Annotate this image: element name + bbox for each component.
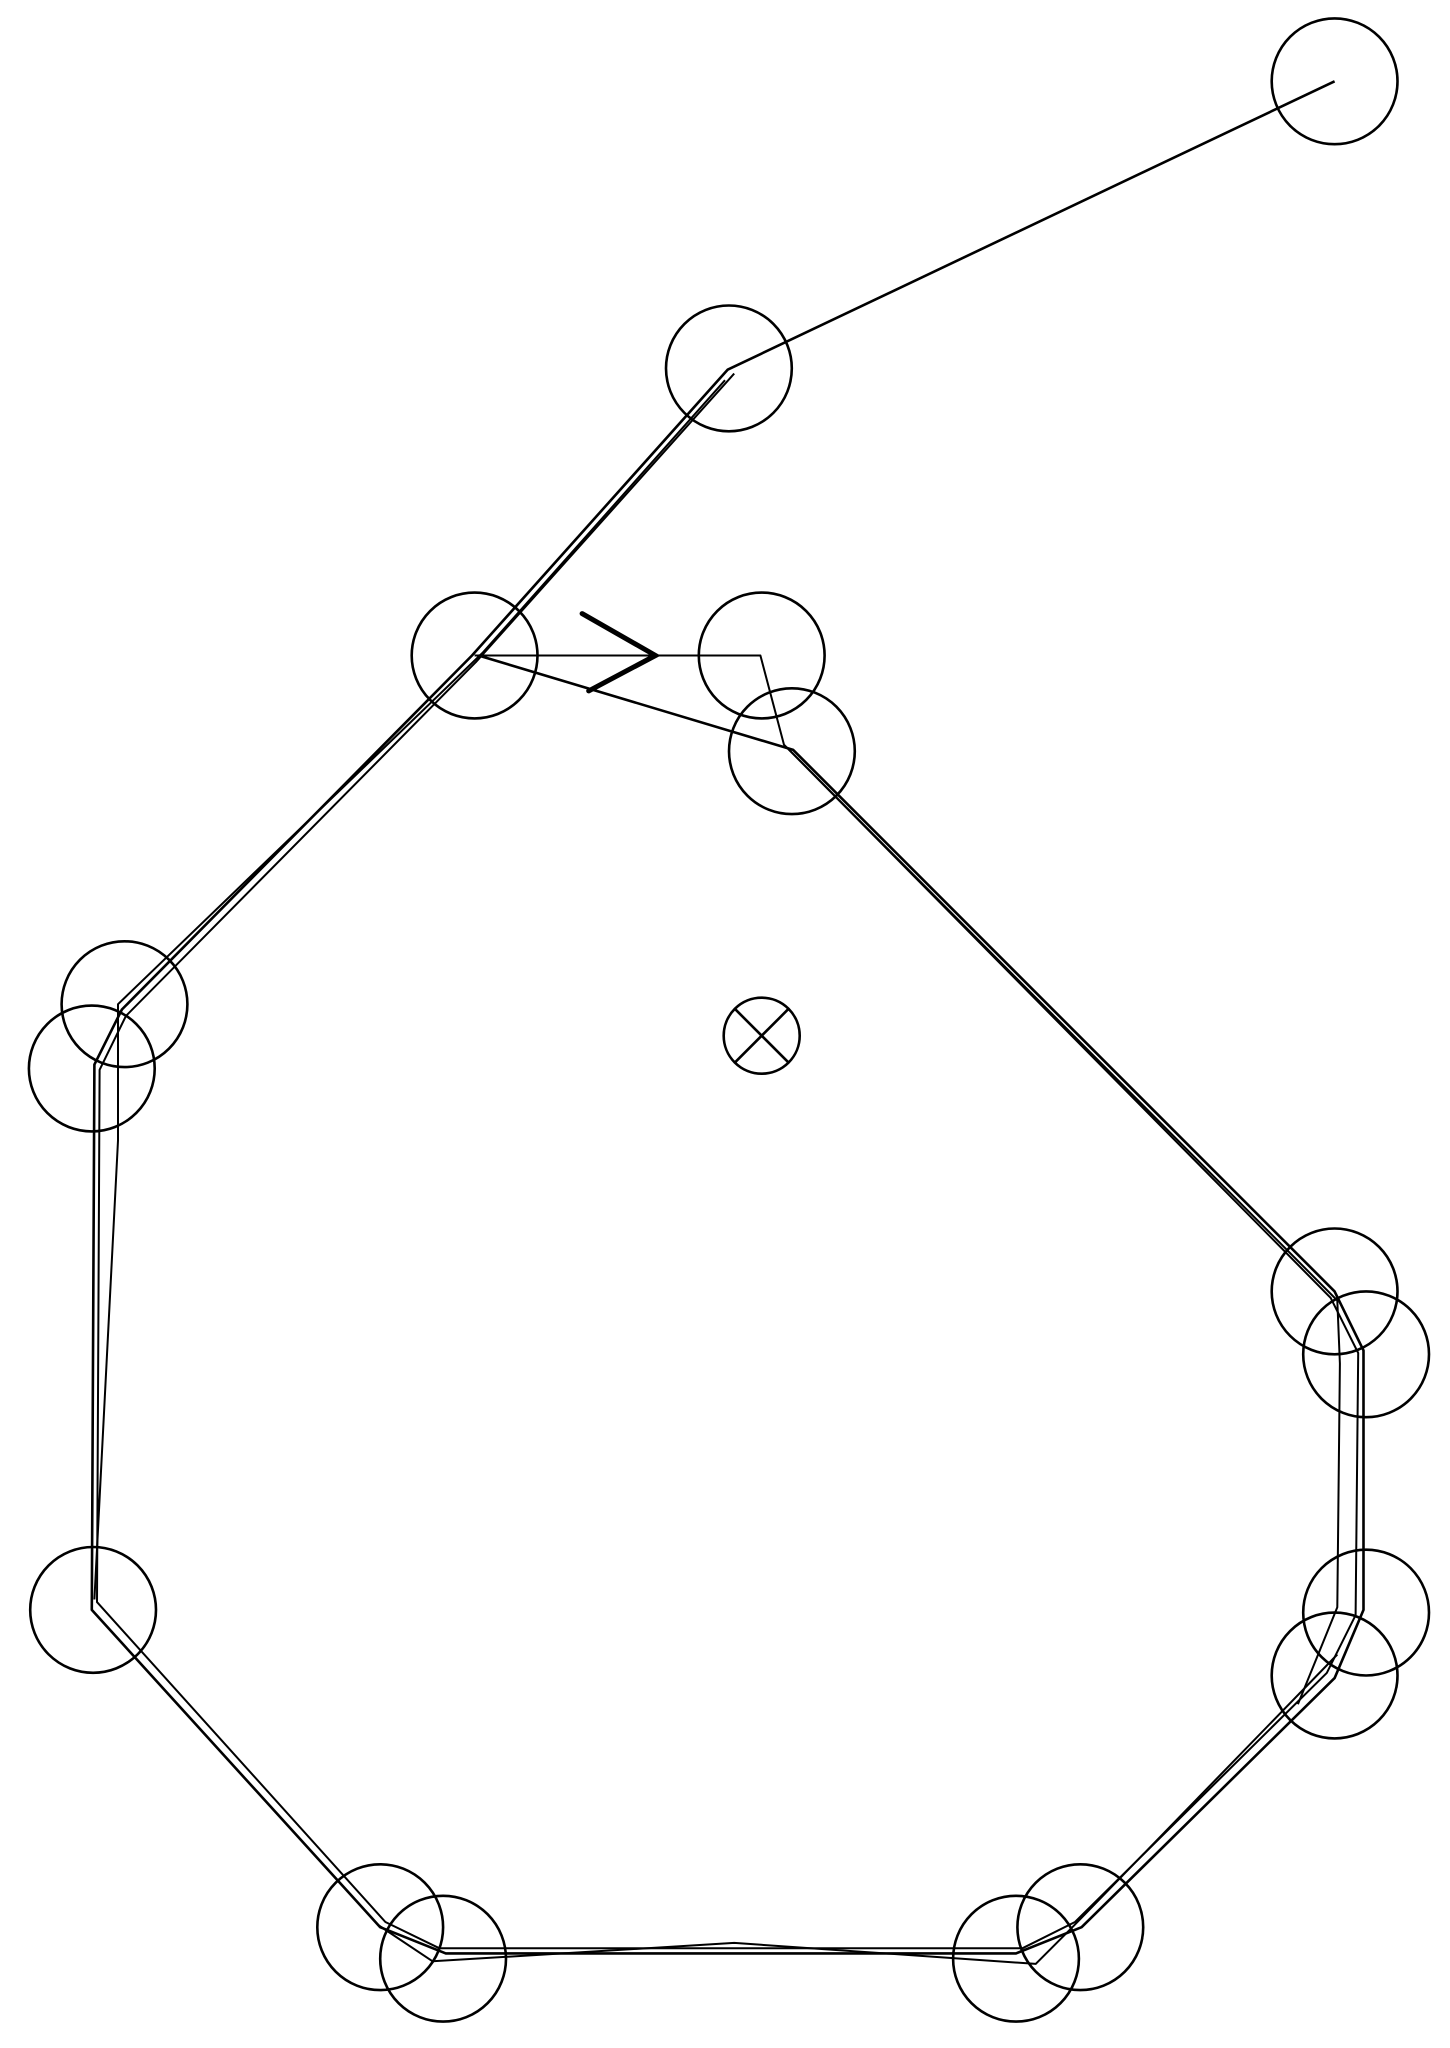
waypoint-circle xyxy=(664,304,794,433)
waypoint-circle xyxy=(1016,1862,1145,1992)
waypoint-circle xyxy=(727,686,857,816)
path-line xyxy=(96,372,1360,1950)
waypoint-circle xyxy=(378,1894,508,2023)
arrowhead-icon xyxy=(579,611,661,694)
waypoint-circle xyxy=(1301,1548,1431,1677)
path-line xyxy=(93,379,726,1600)
waypoint-circle xyxy=(1270,1611,1399,1740)
waypoint-circle xyxy=(60,939,189,1069)
waypoint-circle xyxy=(1301,1290,1431,1419)
direction-arrow xyxy=(579,611,661,694)
path-line xyxy=(377,1653,1339,1965)
waypoints xyxy=(27,17,1431,2023)
waypoint-circle xyxy=(1270,17,1399,146)
path-lines xyxy=(90,80,1365,1965)
waypoint-circle xyxy=(410,591,539,720)
waypoint-circle xyxy=(28,1545,158,1675)
waypoint-circle xyxy=(316,1862,445,1992)
waypoint-circle xyxy=(697,591,826,720)
path-line xyxy=(785,746,1341,1705)
center-cross-line xyxy=(734,1008,790,1064)
center-circle xyxy=(722,996,802,1075)
center-marker xyxy=(722,996,802,1075)
waypoint-circle xyxy=(951,1894,1081,2023)
waypoint-circle xyxy=(1270,1227,1399,1356)
waypoint-circle xyxy=(27,1004,157,1133)
